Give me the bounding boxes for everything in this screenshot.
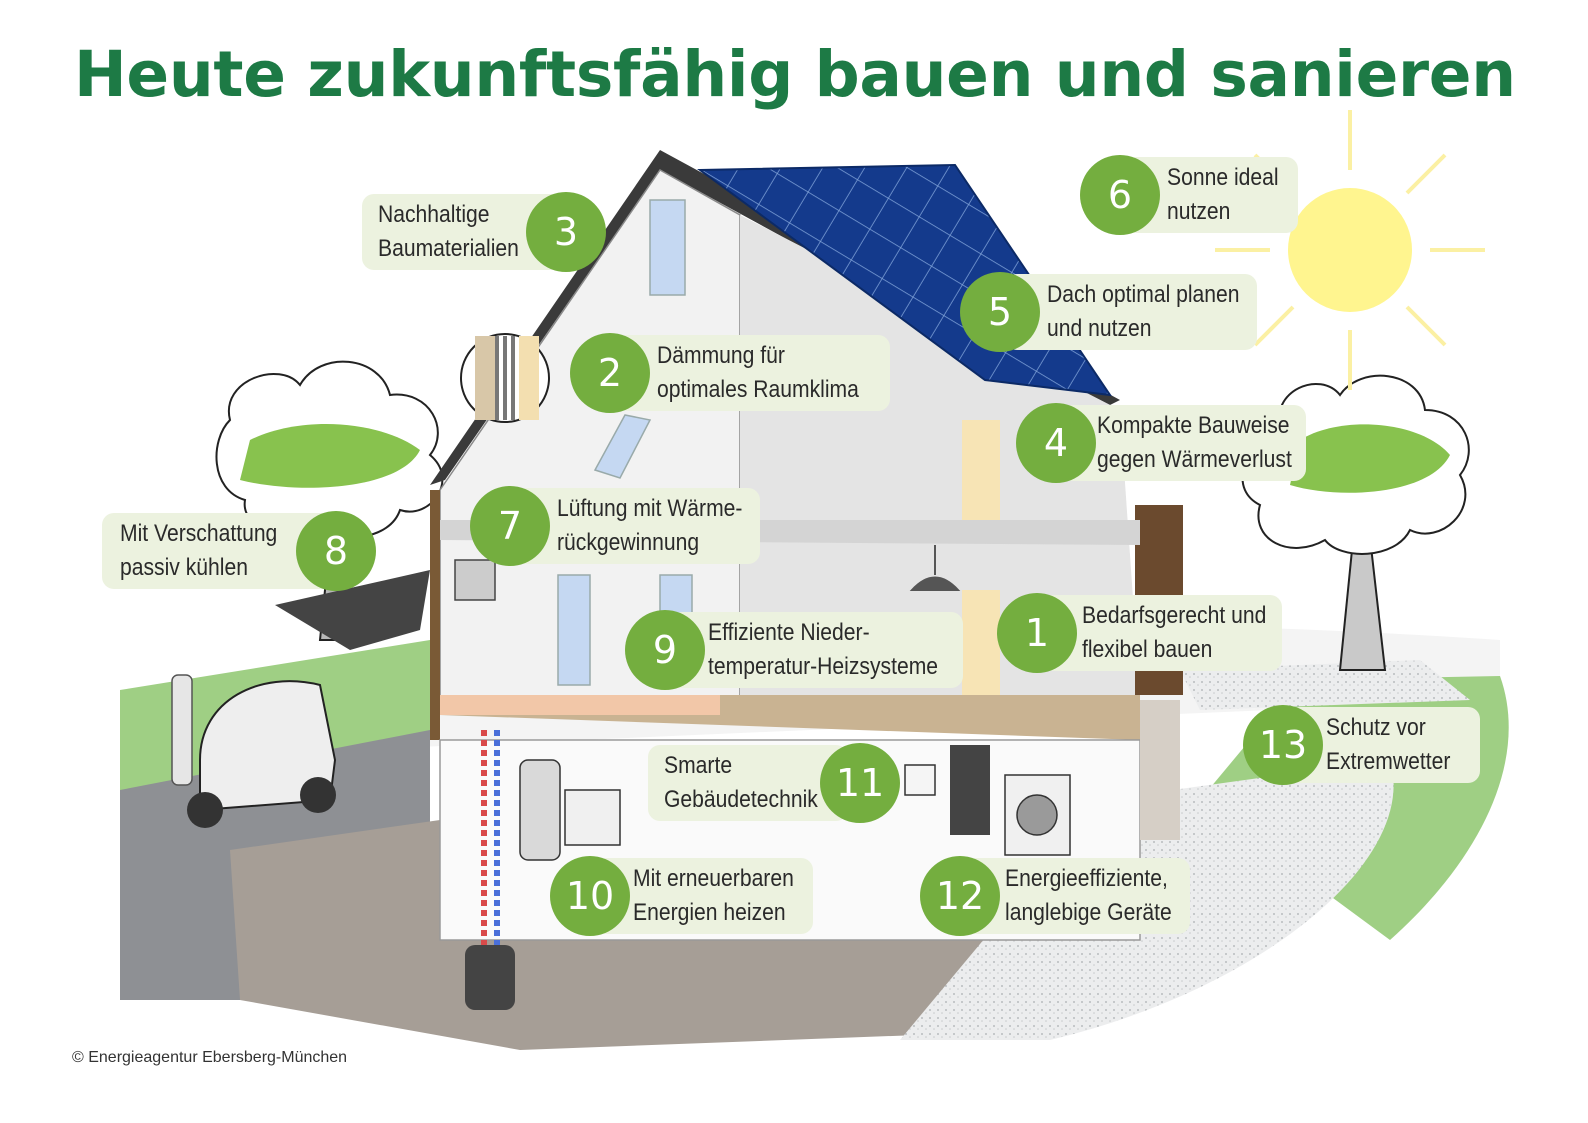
callout-13-line-1: Schutz vor — [1326, 714, 1426, 741]
insulation-magnifier — [460, 333, 550, 423]
page-title: Heute zukunftsfähig bauen und sanieren — [74, 38, 1516, 111]
callout-9-line-2: temperatur-Heizsysteme — [708, 653, 939, 680]
callout-5-badge: 5 — [960, 272, 1040, 352]
callout-2-line-1: Dämmung für — [657, 342, 785, 369]
callout-8: Mit Verschattung passiv kühlen 8 — [102, 511, 376, 591]
callout-1-line-1: Bedarfsgerecht und — [1082, 602, 1267, 629]
callout-6-badge: 6 — [1080, 155, 1160, 235]
callout-12-line-2: langlebige Geräte — [1005, 899, 1172, 926]
callout-1-line-2: flexibel bauen — [1082, 636, 1213, 663]
callout-7-line-1: Lüftung mit Wärme- — [557, 495, 743, 522]
gravel-bed — [1180, 660, 1470, 710]
shade-sail — [275, 570, 430, 650]
callout-9-line-1: Effiziente Nieder- — [708, 619, 870, 646]
callout-9: Effiziente Nieder- temperatur-Heizsystem… — [625, 610, 963, 690]
callout-7-badge: 7 — [470, 486, 550, 566]
callout-10-line-2: Energien heizen — [633, 899, 786, 926]
callout-13-line-2: Extremwetter — [1326, 748, 1451, 775]
callout-12: Energieeffiziente, langlebige Geräte 12 — [920, 856, 1190, 936]
geothermal-probe — [465, 730, 515, 1010]
callout-8-line-1: Mit Verschattung — [120, 520, 278, 547]
callout-12-line-1: Energieeffiziente, — [1005, 865, 1168, 892]
callout-7-line-2: rückgewinnung — [557, 529, 700, 556]
callout-4-line-2: gegen Wärmeverlust — [1097, 446, 1292, 473]
callout-1: Bedarfsgerecht und flexibel bauen 1 — [997, 593, 1282, 673]
callout-9-badge: 9 — [625, 610, 705, 690]
callout-7: Lüftung mit Wärme- rückgewinnung 7 — [470, 486, 760, 566]
sun — [1215, 110, 1485, 390]
callout-2-line-2: optimales Raumklima — [657, 376, 859, 403]
callout-4: Kompakte Bauweise gegen Wärmeverlust 4 — [1016, 403, 1306, 483]
callout-6-line-1: Sonne ideal — [1167, 164, 1279, 191]
callout-3-line-2: Baumaterialien — [378, 235, 519, 262]
callout-13: Schutz vor Extremwetter 13 — [1243, 705, 1480, 785]
callout-10-badge: 10 — [550, 856, 630, 936]
callout-10-line-1: Mit erneuerbaren — [633, 865, 794, 892]
callout-5-line-1: Dach optimal planen — [1047, 281, 1240, 308]
callout-4-badge: 4 — [1016, 403, 1096, 483]
callout-3-badge: 3 — [526, 192, 606, 272]
callout-11: Smarte Gebäudetechnik 11 — [648, 743, 900, 823]
callout-2: Dämmung für optimales Raumklima 2 — [570, 333, 890, 413]
callout-11-line-1: Smarte — [664, 752, 733, 779]
callout-11-badge: 11 — [820, 743, 900, 823]
callout-11-line-2: Gebäudetechnik — [664, 786, 818, 813]
callout-13-badge: 13 — [1243, 705, 1323, 785]
copyright-notice: © Energieagentur Ebersberg-München — [72, 1049, 348, 1066]
callout-3: Nachhaltige Baumaterialien 3 — [362, 192, 606, 272]
callout-5: Dach optimal planen und nutzen 5 — [960, 272, 1257, 352]
callout-8-line-2: passiv kühlen — [120, 554, 248, 581]
e-vehicle — [171, 674, 337, 828]
callout-8-badge: 8 — [296, 511, 376, 591]
callout-1-badge: 1 — [997, 593, 1077, 673]
callout-5-line-2: und nutzen — [1047, 315, 1152, 342]
callout-4-line-1: Kompakte Bauweise — [1097, 412, 1290, 439]
callout-10: Mit erneuerbaren Energien heizen 10 — [550, 856, 813, 936]
callout-2-badge: 2 — [570, 333, 650, 413]
callout-6: Sonne ideal nutzen 6 — [1080, 155, 1298, 235]
callout-12-badge: 12 — [920, 856, 1000, 936]
callout-6-line-2: nutzen — [1167, 198, 1231, 225]
callout-3-line-1: Nachhaltige — [378, 201, 490, 228]
